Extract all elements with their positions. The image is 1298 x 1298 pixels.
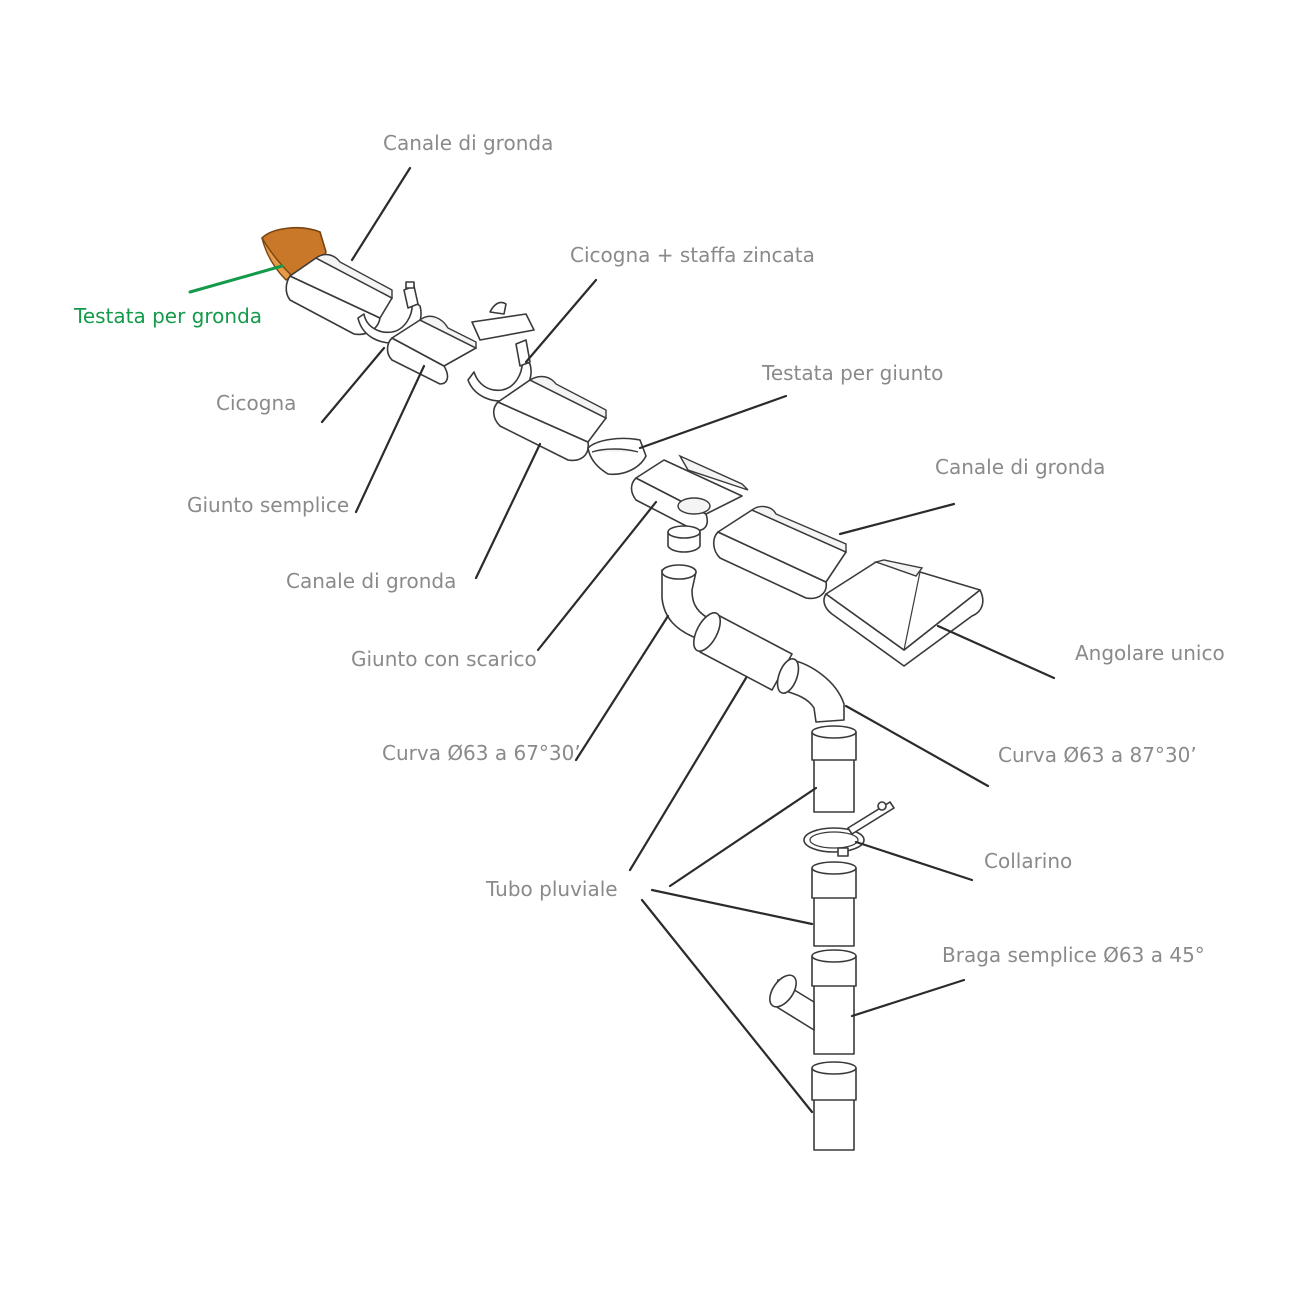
label-cicogna: Cicogna xyxy=(216,391,296,415)
outlet-joint xyxy=(630,454,749,553)
label-braga-semplice: Braga semplice Ø63 a 45° xyxy=(942,943,1205,967)
label-curva-87: Curva Ø63 a 87°30’ xyxy=(998,743,1197,767)
labels: Canale di gronda Cicogna + staffa zincat… xyxy=(73,131,1225,967)
label-canale-di-gronda-2: Canale di gronda xyxy=(935,455,1105,479)
pipe-collar xyxy=(803,801,895,857)
label-cicogna-staffa: Cicogna + staffa zincata xyxy=(570,243,815,267)
gutter-channel-1 xyxy=(285,253,393,336)
downpipe-segment-1 xyxy=(811,725,857,813)
label-angolare-unico: Angolare unico xyxy=(1075,641,1225,665)
downpipe-segment-2 xyxy=(811,861,857,947)
label-canale-di-gronda-1: Canale di gronda xyxy=(383,131,553,155)
label-testata-per-gronda: Testata per gronda xyxy=(73,304,262,328)
simple-joint xyxy=(386,315,477,385)
label-curva-67: Curva Ø63 a 67°30’ xyxy=(382,741,581,765)
gutter-channel-2 xyxy=(492,375,607,462)
elbow-87 xyxy=(776,658,845,723)
downpipe-diagonal xyxy=(692,612,793,691)
label-giunto-semplice: Giunto semplice xyxy=(187,493,349,517)
joint-end-cap xyxy=(587,437,647,476)
label-tubo-pluviale: Tubo pluviale xyxy=(485,877,618,901)
label-testata-per-giunto: Testata per giunto xyxy=(761,361,943,385)
leader-lines xyxy=(188,166,1056,1114)
gutter-channel-3 xyxy=(712,505,847,600)
label-giunto-con-scarico: Giunto con scarico xyxy=(351,647,537,671)
parts-drawing xyxy=(261,226,984,1151)
corner-piece xyxy=(823,559,984,667)
label-canale-di-gronda-3: Canale di gronda xyxy=(286,569,456,593)
elbow-67 xyxy=(661,564,709,639)
branch-fitting xyxy=(769,949,857,1055)
downpipe-segment-3 xyxy=(811,1061,857,1151)
label-collarino: Collarino xyxy=(984,849,1072,873)
